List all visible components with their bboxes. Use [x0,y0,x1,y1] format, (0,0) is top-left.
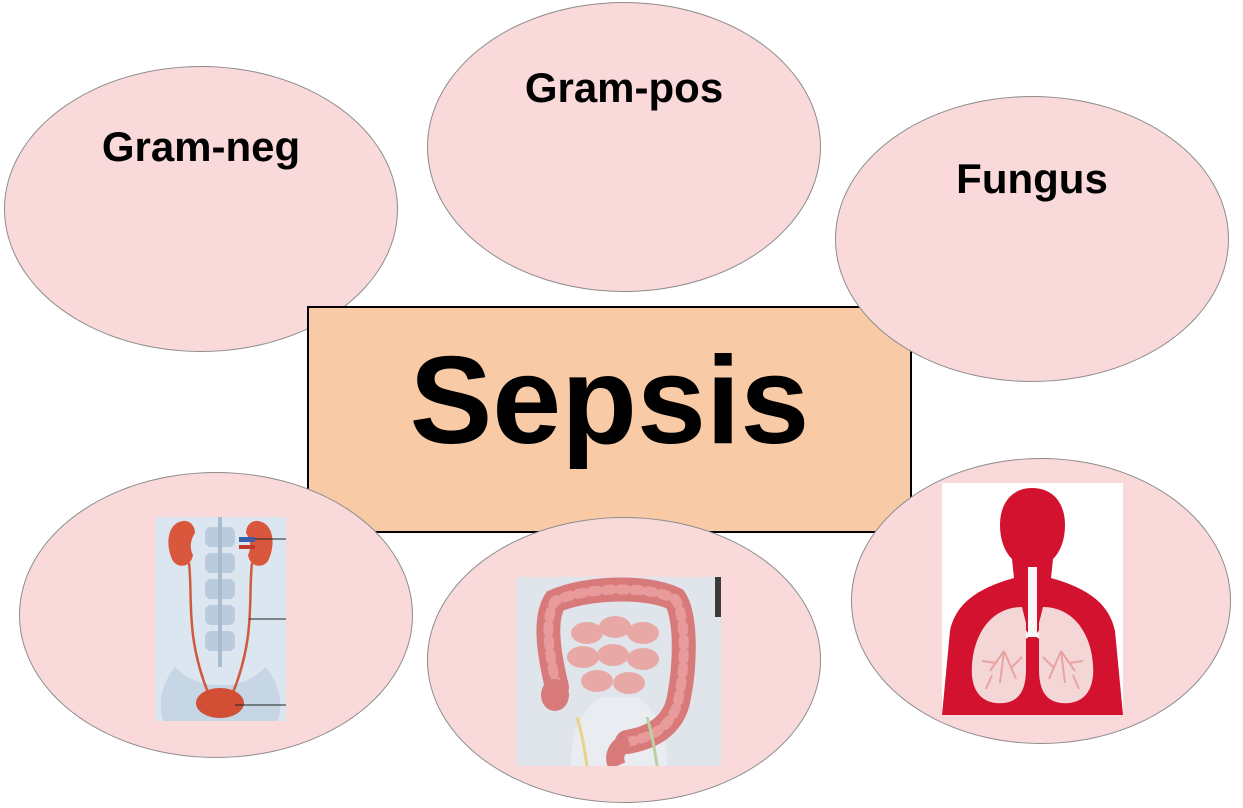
pathogen-label-gram-neg: Gram-neg [5,123,397,171]
lungs-icon [942,483,1123,715]
pathogen-label-gram-pos: Gram-pos [428,64,820,112]
pathogen-ellipse-gram-pos: Gram-pos [427,2,821,292]
pathogen-ellipse-fungus: Fungus [835,96,1229,382]
urinary-tract-icon [155,517,286,721]
pathogen-label-fungus: Fungus [836,155,1228,203]
sepsis-title: Sepsis [309,330,910,473]
sepsis-box: Sepsis [307,306,912,533]
intestine-icon [517,577,721,766]
